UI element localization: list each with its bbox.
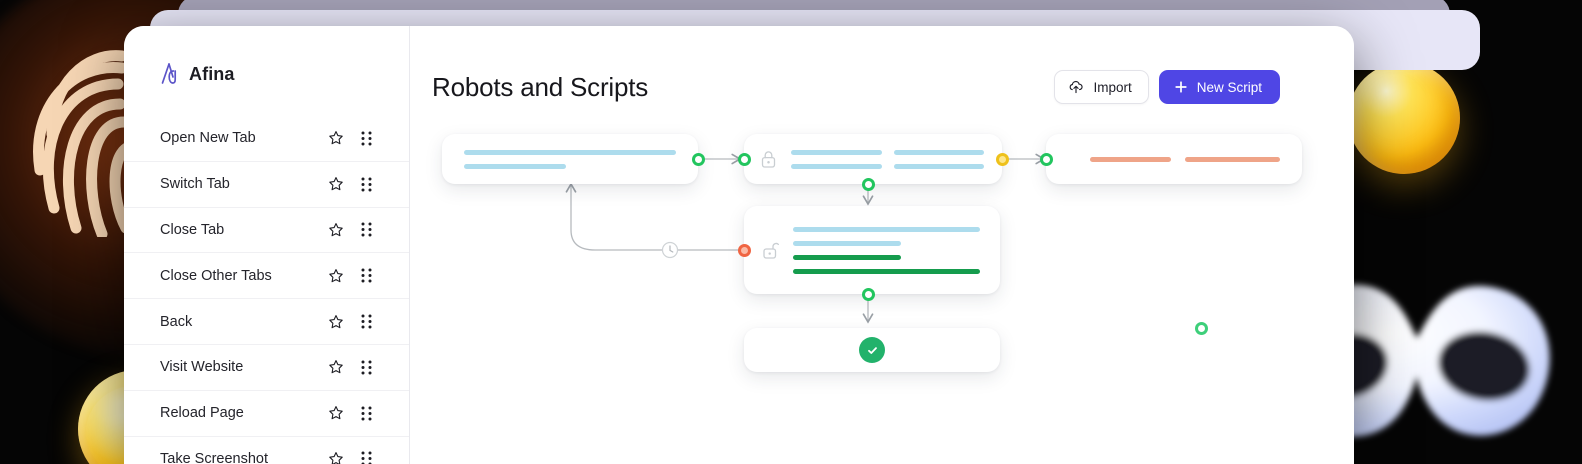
node-bar [1184,156,1280,162]
cloud-upload-icon [1070,80,1084,94]
node-bar [893,149,984,155]
node-bar [1090,156,1171,162]
grip-dots-icon[interactable] [361,268,373,283]
port-input-ready[interactable] [737,152,751,166]
check-icon [867,346,877,354]
grip-dots-icon[interactable] [361,222,373,237]
sidebar-item-reload-page[interactable]: Reload Page [124,391,409,437]
flow-node-output[interactable] [1039,134,1302,184]
grip-dots-icon[interactable] [361,451,373,464]
grip-dots-icon[interactable] [361,314,373,329]
grip-dots-icon[interactable] [361,177,373,192]
node-bar [793,268,980,274]
sidebar-item-visit-website[interactable]: Visit Website [124,345,409,391]
port-output-warning[interactable] [995,152,1009,166]
star-outline-icon[interactable] [328,405,344,421]
sidebar-item-label: Back [160,313,193,330]
port-input-error[interactable] [737,243,751,257]
sidebar-item-label: Open New Tab [160,130,256,147]
sidebar-item-actions [328,314,373,330]
sidebar-item-label: Switch Tab [160,176,230,193]
status-badge-success [859,337,885,363]
import-button-label: Import [1093,79,1132,95]
sidebar-item-actions [328,268,373,284]
star-outline-icon[interactable] [328,268,344,284]
flow-node-success[interactable] [744,321,1208,372]
star-outline-icon[interactable] [328,314,344,330]
brand-name: Afina [189,63,235,84]
star-outline-icon[interactable] [328,176,344,192]
star-outline-icon[interactable] [328,359,344,375]
grip-dots-icon[interactable] [361,406,373,421]
sidebar-item-actions [328,359,373,375]
node-bar [464,149,676,155]
import-button[interactable]: Import [1054,70,1149,104]
sidebar-item-actions [328,222,373,238]
port-output-bottom[interactable] [862,177,875,191]
node-bar [464,163,566,169]
sidebar-item-close-tab[interactable]: Close Tab [124,208,409,254]
afina-a-logo-icon [161,63,177,84]
plus-icon [1175,81,1187,93]
port-output-ready[interactable] [691,152,705,166]
brand: Afina [124,54,409,94]
main-panel: Robots and Scripts Import New Script [410,26,1354,464]
new-script-button[interactable]: New Script [1158,70,1280,104]
flow-node-locked[interactable] [737,134,1009,191]
sidebar-item-open-new-tab[interactable]: Open New Tab [124,116,409,162]
clock-icon [661,241,679,259]
new-script-button-label: New Script [1196,79,1262,95]
node-bar [793,240,902,246]
flow-canvas[interactable] [410,112,1354,464]
sidebar-item-take-screenshot[interactable]: Take Screenshot [124,437,409,464]
node-bar [893,163,984,169]
port-output-bottom[interactable] [862,287,875,301]
sidebar-item-actions [328,451,373,464]
sidebar-item-label: Take Screenshot [160,450,269,464]
sidebar-item-switch-tab[interactable]: Switch Tab [124,162,409,208]
sidebar-item-label: Reload Page [160,405,244,422]
node-bar [791,149,882,155]
lock-open-icon [763,242,779,259]
sidebar-item-actions [328,405,373,421]
sidebar-item-actions [328,176,373,192]
star-outline-icon[interactable] [328,222,344,238]
node-bar [793,226,980,232]
sidebar-item-actions [328,130,373,146]
page-title: Robots and Scripts [432,71,649,102]
sidebar-item-back[interactable]: Back [124,299,409,345]
port-input-ready[interactable] [1039,152,1053,166]
page-header: Robots and Scripts Import New Script [410,26,1354,112]
flow-node-unlocked[interactable] [737,206,1000,301]
grip-dots-icon[interactable] [361,360,373,375]
sidebar-item-label: Visit Website [160,359,244,376]
sidebar-item-label: Close Tab [160,221,225,238]
lock-closed-icon [761,150,776,168]
gold-sphere-graphic [1348,62,1460,174]
grip-dots-icon[interactable] [361,131,373,146]
sidebar-item-label: Close Other Tabs [160,267,272,284]
star-outline-icon[interactable] [328,451,344,464]
header-actions: Import New Script [1054,70,1280,104]
star-outline-icon[interactable] [328,130,344,146]
port-input-top[interactable] [1195,321,1208,335]
node-bar [791,163,882,169]
sidebar-item-close-other-tabs[interactable]: Close Other Tabs [124,253,409,300]
node-bar [793,254,902,260]
flow-node-start[interactable] [442,134,705,184]
